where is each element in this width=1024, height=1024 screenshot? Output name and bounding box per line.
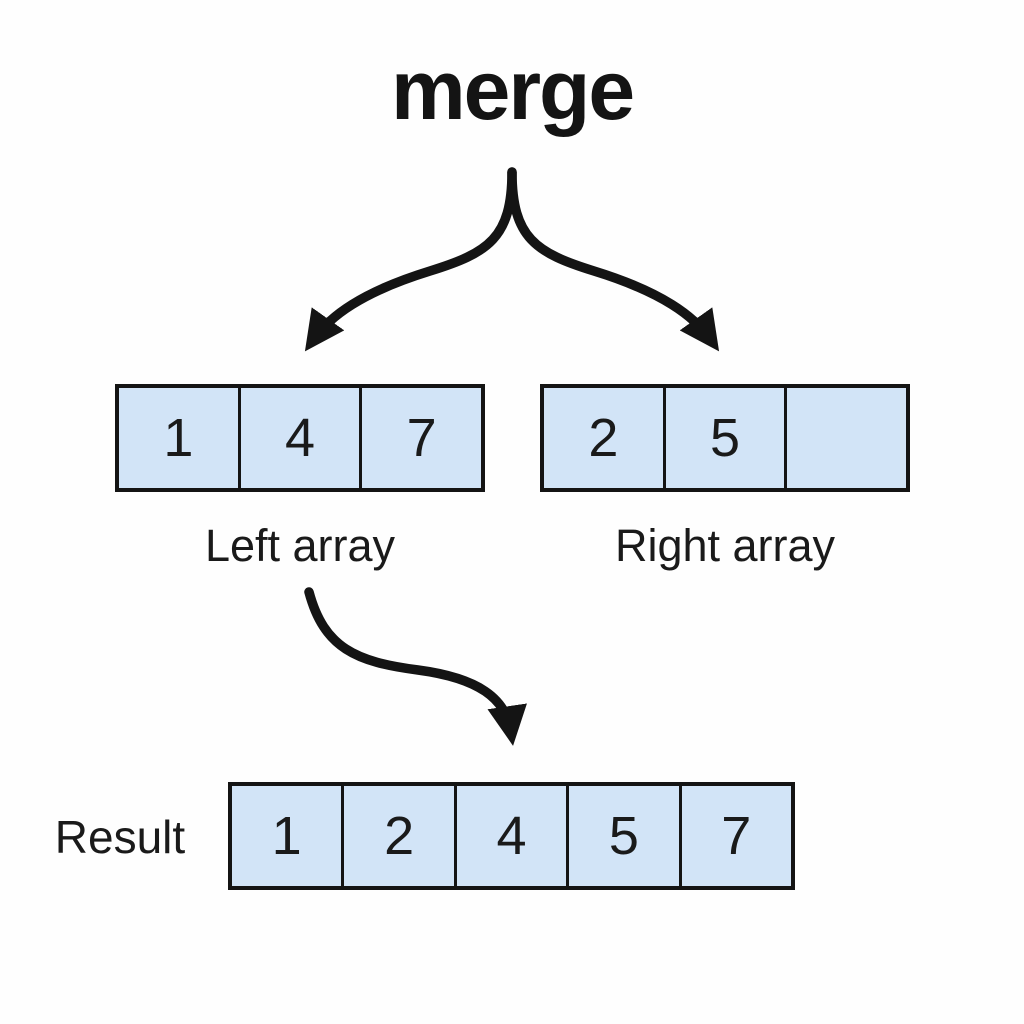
result-array-cell-1: 2 [344,786,457,886]
right-array-cell-0: 2 [544,388,666,488]
result-label: Result [54,811,186,863]
right-array: 2 5 [540,384,910,492]
result-array-cell-2: 4 [456,786,570,886]
result-array-cell-0: 1 [232,786,345,886]
diagram-title: merge [390,43,635,137]
left-array-label: Left array [204,520,396,571]
right-array-cell-2 [787,388,907,488]
left-array-cell-1: 4 [240,388,363,488]
left-array-cell-2: 7 [362,388,482,488]
left-array-to-result-arrow-icon [304,587,527,746]
result-array: 1 2 4 5 7 [228,782,795,890]
left-array: 1 4 7 [115,384,485,492]
split-arrow-right-branch-icon [507,167,720,352]
split-arrow-left-branch-icon [304,167,517,352]
right-array-cell-1: 5 [665,388,788,488]
result-array-cell-3: 5 [569,786,682,886]
left-array-cell-0: 1 [119,388,241,488]
right-array-label: Right array [614,520,836,571]
result-array-cell-4: 7 [681,786,792,886]
